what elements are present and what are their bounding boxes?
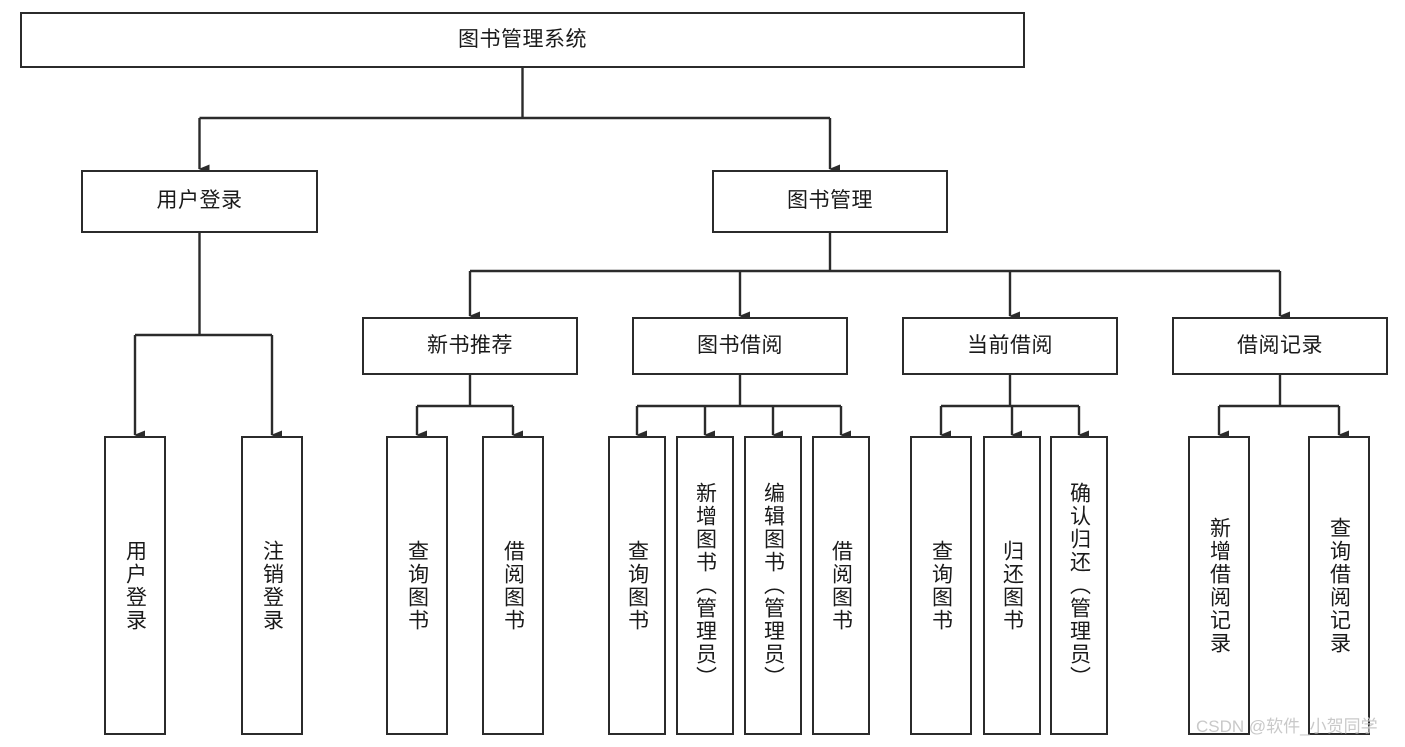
node-label: 编辑图书（管理员） <box>761 482 785 689</box>
node-current[interactable]: 当前借阅 <box>902 317 1118 375</box>
node-label: 借阅图书 <box>829 539 853 632</box>
node-label: 查询图书 <box>405 539 429 632</box>
node-label: 借阅记录 <box>1237 333 1323 357</box>
node-borrow[interactable]: 图书借阅 <box>632 317 848 375</box>
node-label: 图书管理系统 <box>458 27 587 51</box>
node-label: 注销登录 <box>260 539 284 632</box>
node-leaf-new-2[interactable]: 借阅图书 <box>482 436 544 735</box>
node-label: 用户登录 <box>123 539 147 632</box>
node-leaf-bor-4[interactable]: 借阅图书 <box>812 436 870 735</box>
node-leaf-cur-1[interactable]: 查询图书 <box>910 436 972 735</box>
node-leaf-login-1[interactable]: 用户登录 <box>104 436 166 735</box>
node-label: 新增图书（管理员） <box>693 482 717 689</box>
node-leaf-bor-2[interactable]: 新增图书（管理员） <box>676 436 734 735</box>
node-label: 新增借阅记录 <box>1207 516 1231 655</box>
node-leaf-cur-3[interactable]: 确认归还（管理员） <box>1050 436 1108 735</box>
node-root[interactable]: 图书管理系统 <box>20 12 1025 68</box>
node-label: 确认归还（管理员） <box>1067 482 1091 689</box>
node-leaf-rec-2[interactable]: 查询借阅记录 <box>1308 436 1370 735</box>
node-label: 查询图书 <box>625 539 649 632</box>
node-leaf-bor-3[interactable]: 编辑图书（管理员） <box>744 436 802 735</box>
node-label: 新书推荐 <box>427 333 513 357</box>
node-label: 当前借阅 <box>967 333 1053 357</box>
node-label: 查询借阅记录 <box>1327 516 1351 655</box>
node-bookmgmt[interactable]: 图书管理 <box>712 170 948 233</box>
node-label: 图书借阅 <box>697 333 783 357</box>
node-newbook[interactable]: 新书推荐 <box>362 317 578 375</box>
node-label: 借阅图书 <box>501 539 525 632</box>
node-leaf-bor-1[interactable]: 查询图书 <box>608 436 666 735</box>
node-label: 查询图书 <box>929 539 953 632</box>
node-label: 用户登录 <box>156 189 243 213</box>
node-label: 图书管理 <box>787 189 873 213</box>
node-records[interactable]: 借阅记录 <box>1172 317 1388 375</box>
node-label: 归还图书 <box>1000 539 1024 632</box>
node-leaf-rec-1[interactable]: 新增借阅记录 <box>1188 436 1250 735</box>
node-leaf-login-2[interactable]: 注销登录 <box>241 436 303 735</box>
node-login[interactable]: 用户登录 <box>81 170 318 233</box>
node-leaf-new-1[interactable]: 查询图书 <box>386 436 448 735</box>
node-leaf-cur-2[interactable]: 归还图书 <box>983 436 1041 735</box>
